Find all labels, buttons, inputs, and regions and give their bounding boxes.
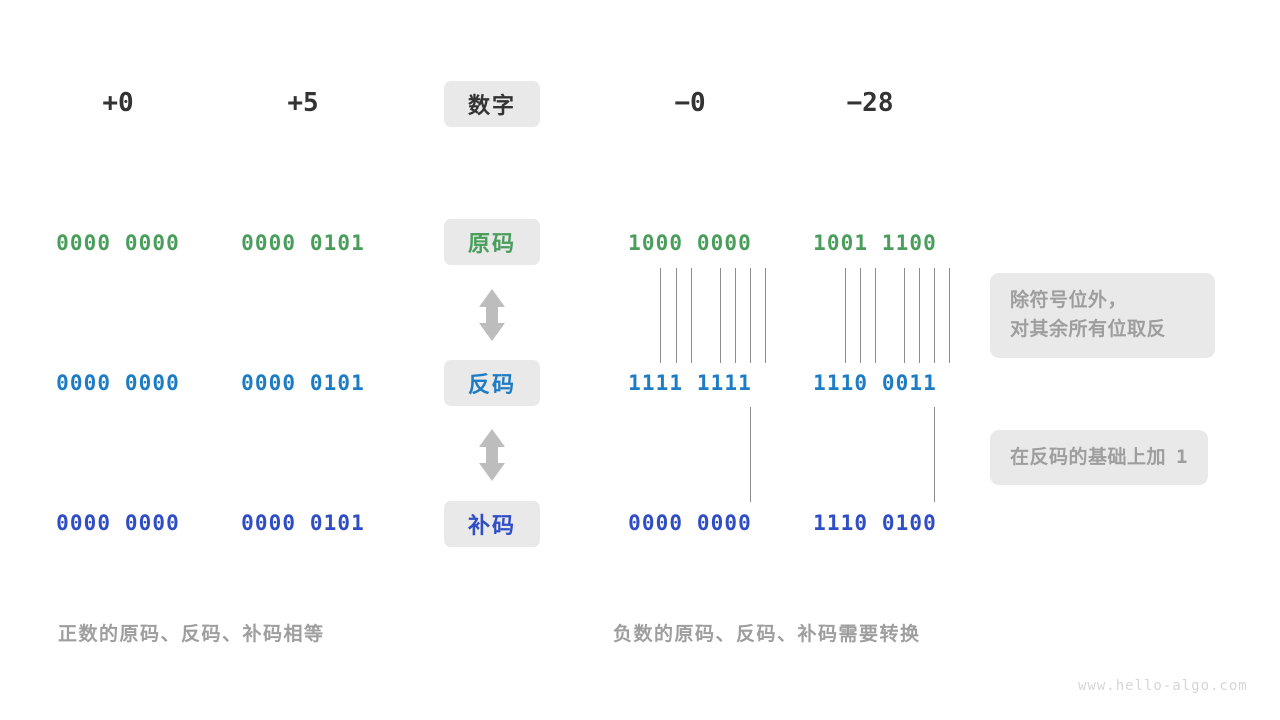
connector-tick [860,268,861,363]
connector-tick [720,268,721,363]
note-add-one-value: 1 [1176,446,1188,468]
column-header-minus-twentyeight: −28 [846,88,894,118]
connector-tick [750,407,751,502]
cell-fanma-plus-zero: 0000 0000 [56,371,180,395]
connector-tick [765,268,766,363]
row-label-pill-buma: 补码 [444,501,540,547]
cell-yuanma-minus-twentyeight: 1001 1100 [813,231,937,255]
cell-yuanma-minus-zero: 1000 0000 [628,231,752,255]
arrow-fanma-buma-icon [475,427,509,483]
row-label-pill-yuanma: 原码 [444,219,540,265]
cell-fanma-plus-five: 0000 0101 [241,371,365,395]
connector-tick [660,268,661,363]
connector-tick [845,268,846,363]
cell-fanma-minus-twentyeight: 1110 0011 [813,371,937,395]
connector-tick [949,268,950,363]
cell-fanma-minus-zero: 1111 1111 [628,371,752,395]
cell-buma-plus-zero: 0000 0000 [56,511,180,535]
column-header-plus-zero: +0 [102,88,134,118]
note-invert-bits: 除符号位外， 对其余所有位取反 [990,273,1215,358]
column-header-minus-zero: −0 [674,88,706,118]
note-add-one-text: 在反码的基础上加 [1010,446,1167,468]
connector-tick [676,268,677,363]
cell-buma-minus-zero: 0000 0000 [628,511,752,535]
cell-yuanma-plus-zero: 0000 0000 [56,231,180,255]
connector-tick [904,268,905,363]
arrow-yuanma-fanma-icon [475,287,509,343]
connector-tick [875,268,876,363]
connector-tick [691,268,692,363]
note-add-one: 在反码的基础上加 1 [990,430,1208,486]
connector-tick [934,268,935,363]
cell-yuanma-plus-five: 0000 0101 [241,231,365,255]
connector-tick [919,268,920,363]
watermark: www.hello-algo.com [1078,678,1248,694]
connector-tick [934,407,935,502]
caption-positive: 正数的原码、反码、补码相等 [58,623,325,645]
row-header-pill-number: 数字 [444,81,540,127]
cell-buma-minus-twentyeight: 1110 0100 [813,511,937,535]
row-label-pill-fanma: 反码 [444,360,540,406]
caption-negative: 负数的原码、反码、补码需要转换 [613,623,921,645]
connector-tick [750,268,751,363]
column-header-plus-five: +5 [287,88,319,118]
connector-tick [735,268,736,363]
cell-buma-plus-five: 0000 0101 [241,511,365,535]
